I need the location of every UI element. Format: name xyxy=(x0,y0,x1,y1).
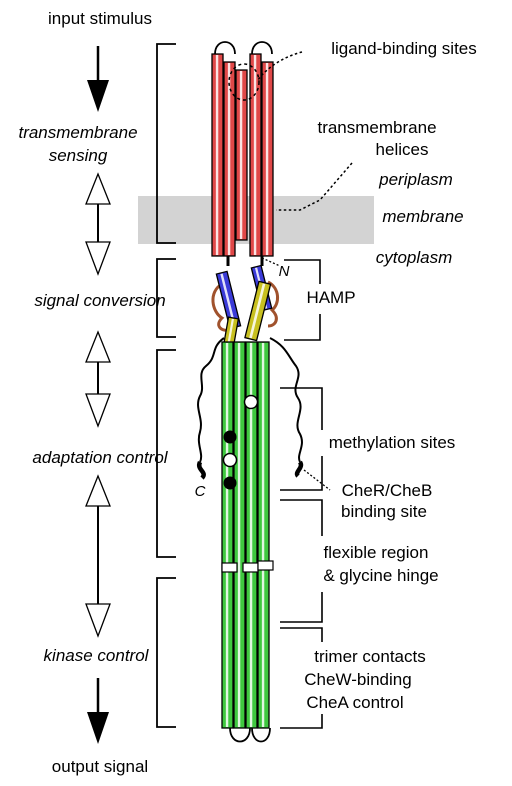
hamp-helix-yellow xyxy=(223,316,240,346)
bracket-adaptation xyxy=(156,349,176,558)
label-kinase-control: kinase control xyxy=(44,646,150,665)
label-flexible-region-1: flexible region xyxy=(324,543,429,562)
hamp-linker-left xyxy=(211,282,231,332)
label-transmembrane-sensing-1: transmembrane xyxy=(18,123,137,142)
arrow-down-filled-bottom-icon xyxy=(87,678,109,744)
bracket-trimer-bottom xyxy=(280,714,323,729)
tm-hamp-connectors xyxy=(226,256,264,266)
double-arrow-hollow-icon xyxy=(85,330,111,428)
label-flexible-region-2: & glycine hinge xyxy=(323,566,438,585)
label-chea-control: CheA control xyxy=(306,693,403,712)
methylation-sites xyxy=(222,394,259,490)
label-ligand-binding-sites: ligand-binding sites xyxy=(331,39,477,58)
methylation-site-open xyxy=(243,394,259,410)
hamp-linker-right xyxy=(267,280,279,328)
bracket-flexible-region-bottom xyxy=(280,592,323,623)
leader-cher-cheb xyxy=(303,469,331,491)
pentapeptide-tails xyxy=(196,460,304,480)
label-membrane: membrane xyxy=(382,207,463,226)
label-n-terminus: N xyxy=(279,263,290,280)
bracket-methylation-bottom xyxy=(280,456,323,491)
ligand-binding-site-marker xyxy=(228,63,260,101)
red-helix xyxy=(211,53,224,257)
bracket-transmembrane xyxy=(156,43,176,244)
glycine-hinge-box xyxy=(221,562,238,573)
green-helix xyxy=(221,341,234,729)
bracket-kinase xyxy=(156,577,176,728)
bracket-flexible-region xyxy=(280,499,323,536)
glycine-hinge-box xyxy=(242,562,259,573)
label-hamp: HAMP xyxy=(306,288,355,307)
label-chew-binding: CheW-binding xyxy=(304,670,411,689)
label-transmembrane-helices-2: helices xyxy=(376,140,429,159)
arrow-down-filled-top-icon xyxy=(87,46,109,112)
bracket-hamp-bottom xyxy=(284,314,321,341)
label-methylation-sites: methylation sites xyxy=(329,433,456,452)
double-arrow-hollow-icon xyxy=(85,172,111,276)
cytoplasmic-helices xyxy=(221,341,270,729)
linker-tails xyxy=(197,337,303,463)
receptor-dimer xyxy=(196,41,304,743)
bracket-methylation xyxy=(280,387,323,430)
label-c-terminus: C xyxy=(195,483,206,500)
label-cher-cheb-1: CheR/CheB xyxy=(342,481,433,500)
double-arrow-hollow-icon xyxy=(85,474,111,638)
glycine-hinge xyxy=(221,560,274,573)
leader-n-terminus xyxy=(261,257,281,267)
label-input-stimulus: input stimulus xyxy=(48,9,152,28)
label-adaptation-control: adaptation control xyxy=(32,448,168,467)
green-helix xyxy=(233,341,246,729)
leader-ligand xyxy=(257,51,303,81)
label-transmembrane-helices-1: transmembrane xyxy=(317,118,436,137)
hamp-helix-yellow xyxy=(244,280,272,342)
transmembrane-helices xyxy=(211,53,274,257)
leader-transmembrane-helices xyxy=(276,162,353,211)
bracket-hamp xyxy=(284,259,321,284)
bracket-signal-conversion xyxy=(156,258,176,338)
top-loops xyxy=(214,41,273,55)
red-helix xyxy=(261,61,274,257)
label-signal-conversion: signal conversion xyxy=(34,291,165,310)
red-helix xyxy=(235,69,248,241)
label-cytoplasm: cytoplasm xyxy=(376,248,453,267)
methylation-site-filled xyxy=(223,430,237,444)
left-brackets xyxy=(156,43,176,728)
label-periplasm: periplasm xyxy=(378,170,453,189)
methylation-site-open xyxy=(222,452,238,468)
red-helix xyxy=(223,61,236,257)
bottom-loops xyxy=(229,727,271,743)
label-cher-cheb-2: binding site xyxy=(341,502,427,521)
methylation-site-filled xyxy=(223,476,237,490)
label-trimer-contacts: trimer contacts xyxy=(314,647,425,666)
hamp-domain xyxy=(211,264,279,346)
red-helix xyxy=(249,53,262,257)
label-output-signal: output signal xyxy=(52,757,148,776)
bracket-trimer xyxy=(280,627,323,642)
glycine-hinge-box xyxy=(257,560,274,571)
green-helix xyxy=(257,341,270,729)
label-transmembrane-sensing-2: sensing xyxy=(49,146,108,165)
